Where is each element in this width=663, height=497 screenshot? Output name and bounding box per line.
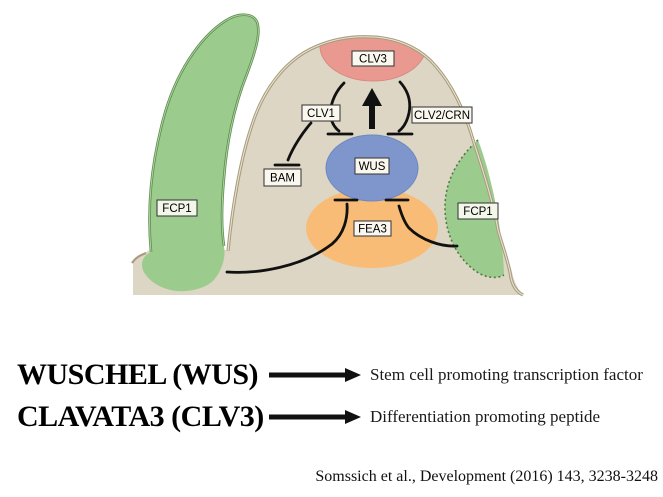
node-fcp1-right: FCP1 (457, 202, 499, 220)
clv1-inhibits-bam-line (286, 121, 313, 162)
clv3-inhibits-wus-right-line (397, 80, 412, 133)
legend-term-wus: WUSCHEL (WUS) (17, 358, 259, 391)
node-clv2-crn-label: CLV2/CRN (414, 110, 470, 122)
legend-definition-clv3: Differentiation promoting peptide (370, 407, 601, 426)
node-wus-label: WUS (359, 161, 386, 173)
node-fcp1-left-label: FCP1 (162, 203, 191, 215)
node-wus: WUS (354, 157, 390, 175)
meristem-diagram: CLV3 CLV1 CLV2/CRN WUS BAM FEA3 FCP1 FC (131, 13, 524, 297)
node-fea3: FEA3 (353, 220, 392, 237)
fcp1-left-primordium (141, 14, 259, 292)
arrow-right-icon (269, 368, 361, 382)
node-clv1-label: CLV1 (307, 108, 335, 120)
node-bam-label: BAM (270, 173, 295, 185)
node-clv1: CLV1 (301, 104, 341, 122)
legend-term-clv3: CLAVATA3 (CLV3) (17, 400, 264, 433)
citation-text: Somssich et al., Development (2016) 143,… (315, 468, 658, 485)
fcp1-left-outline-inner (149, 14, 259, 253)
fcp1-right-dotted-border (444, 139, 505, 279)
legend-row-clv3: CLAVATA3 (CLV3) Differentiation promotin… (17, 399, 600, 435)
node-bam: BAM (263, 168, 302, 187)
fcp1-right-inhibits-wus-line (397, 204, 459, 248)
node-clv2-crn: CLV2/CRN (411, 106, 473, 124)
node-clv3-label: CLV3 (359, 54, 387, 66)
legend-definition-wus: Stem cell promoting transcription factor (370, 365, 643, 384)
node-clv3: CLV3 (351, 50, 395, 67)
legend-row-wus: WUSCHEL (WUS) Stem cell promoting transc… (17, 357, 643, 393)
arrow-right-icon (269, 410, 361, 424)
ground-edge-line (131, 251, 147, 264)
node-fcp1-left: FCP1 (156, 199, 198, 217)
node-fea3-label: FEA3 (358, 224, 387, 236)
wus-activates-clv3-arrowhead (362, 88, 382, 106)
fcp1-left-inhibits-wus-line (225, 202, 349, 274)
node-fcp1-right-label: FCP1 (463, 206, 492, 218)
dome-outline-inner (227, 36, 524, 296)
